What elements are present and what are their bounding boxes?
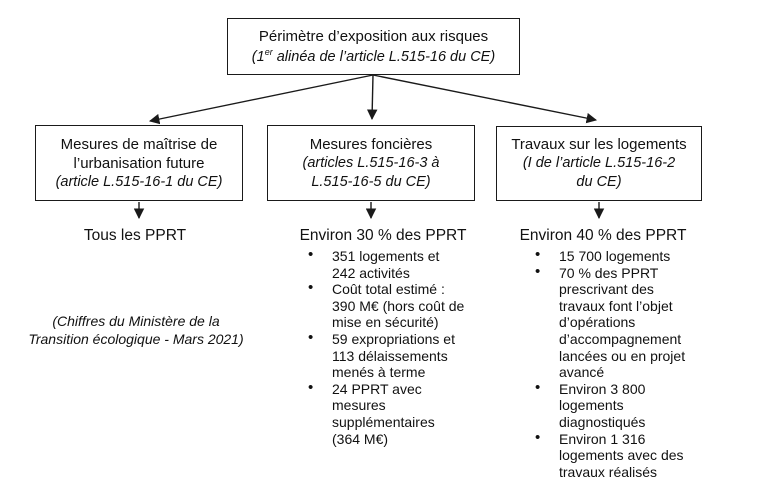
list-item: Environ 1 316 logements avec des travaux…	[512, 430, 694, 481]
root-subtitle-prefix: (1	[251, 48, 265, 65]
branch2-bullet-list: 351 logements et 242 activités Coût tota…	[288, 247, 478, 447]
root-box-title: Périmètre d’exposition aux risques	[258, 27, 489, 45]
list-item: Environ 3 800 logements diagnostiqués	[512, 380, 694, 431]
branch1-title: Mesures de maîtrise de l’urbanisation fu…	[60, 135, 218, 172]
arrow-root-to-branch2	[366, 74, 378, 121]
list-item: 24 PPRT avec mesures supplémentaires (36…	[288, 380, 478, 447]
branch3-box: Travaux sur les logements (I de l’articl…	[496, 126, 702, 201]
branch3-bullet-list: 15 700 logements 70 % des PPRT prescriva…	[512, 247, 694, 481]
root-box: Périmètre d’exposition aux risques (1er …	[227, 18, 520, 75]
branch2-result: Environ 30 % des PPRT 351 logements et 2…	[288, 227, 478, 447]
branch1-box: Mesures de maîtrise de l’urbanisation fu…	[35, 125, 243, 201]
list-item: 15 700 logements	[512, 247, 694, 265]
branch2-result-heading: Environ 30 % des PPRT	[299, 227, 467, 244]
branch1-result: Tous les PPRT	[30, 227, 240, 245]
branch1-subtitle: (article L.515-16-1 du CE)	[55, 173, 223, 190]
list-item: 351 logements et 242 activités	[288, 247, 478, 281]
list-item: 59 expropriations et 113 délaissements m…	[288, 330, 478, 381]
root-box-subtitle: (1er alinéa de l’article L.515-16 du CE)	[232, 47, 515, 67]
branch3-subtitle: (I de l’article L.515-16-2 du CE)	[522, 155, 676, 190]
source-note: (Chiffres du Ministère de la Transition …	[28, 313, 244, 347]
arrow-root-to-branch3	[372, 74, 598, 124]
root-subtitle-superscript: er	[264, 46, 273, 57]
branch1-result-heading: Tous les PPRT	[83, 227, 187, 244]
branch3-title: Travaux sur les logements	[511, 136, 687, 153]
branch2-title: Mesures foncières	[309, 135, 433, 153]
arrow-root-to-branch1	[148, 74, 374, 125]
branch3-result-heading: Environ 40 % des PPRT	[519, 227, 687, 244]
list-item: 70 % des PPRT prescrivant des travaux fo…	[512, 264, 694, 381]
branch2-box: Mesures foncières (articles L.515-16-3 à…	[267, 125, 475, 201]
list-item: Coût total estimé : 390 M€ (hors coût de…	[288, 280, 478, 331]
branch3-result: Environ 40 % des PPRT 15 700 logements 7…	[512, 227, 694, 480]
root-subtitle-rest: alinéa de l’article L.515-16 du CE)	[272, 48, 496, 65]
branch2-subtitle: (articles L.515-16-3 à L.515-16-5 du CE)	[302, 154, 440, 190]
